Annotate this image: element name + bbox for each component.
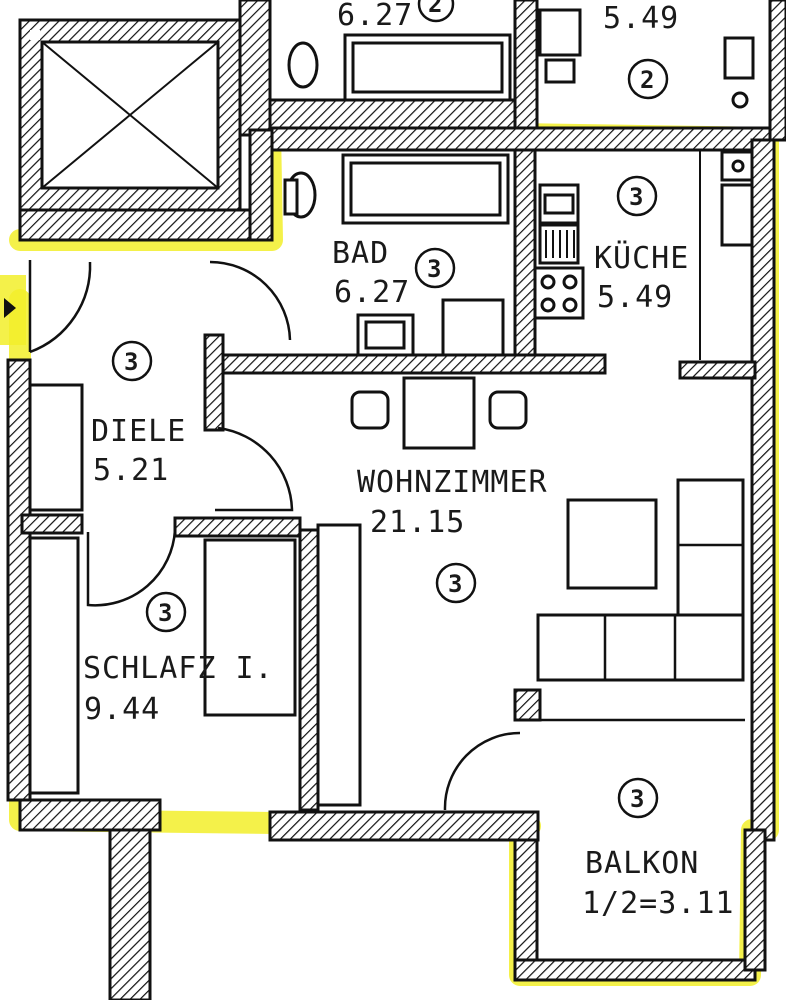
unit-number: 3	[124, 348, 138, 376]
room-name: BAD	[332, 236, 389, 271]
bed-icon	[203, 538, 297, 717]
room-name: WOHNZIMMER	[357, 465, 548, 500]
room-area: 9.44	[84, 692, 160, 727]
wardrobe-icon	[316, 523, 362, 807]
dish-rack-icon	[538, 223, 580, 265]
unit-number: 3	[427, 255, 441, 283]
shower-icon	[441, 298, 505, 357]
room-area: 1/2=3.11	[582, 886, 735, 921]
doors	[28, 260, 521, 811]
unit-number: 3	[630, 785, 644, 813]
unit-number: 2	[428, 0, 442, 18]
fixtures	[28, 8, 755, 807]
unit-number: 3	[629, 183, 643, 211]
sink-icon	[538, 8, 582, 57]
room-name: BALKON	[585, 846, 699, 881]
unit-number: 2	[640, 66, 654, 94]
unit-number: 3	[158, 599, 172, 627]
room-area: 21.15	[370, 505, 465, 540]
stove-icon	[533, 266, 585, 320]
dining-table-icon	[350, 376, 528, 450]
sofa-icon	[536, 478, 745, 682]
room-area: 6.27	[334, 275, 410, 310]
room-area: 5.49	[603, 1, 679, 36]
room-area: 5.21	[93, 453, 169, 488]
room-labels: 6.27 2 5.49 2 BAD 6.27 3 3 KÜCHE 5.49 3 …	[83, 0, 735, 921]
wardrobe-icon	[28, 383, 84, 512]
room-name: KÜCHE	[594, 240, 689, 276]
room-name: SCHLAFZ I.	[83, 651, 274, 686]
wardrobe-icon	[28, 536, 80, 795]
coffee-table-icon	[566, 498, 658, 590]
toilet-icon	[287, 41, 319, 89]
elevator-icon	[41, 41, 219, 189]
unit-number: 3	[448, 570, 462, 598]
room-area: 5.49	[597, 280, 673, 315]
room-name: DIELE	[91, 414, 186, 449]
room-area: 6.27	[337, 0, 413, 33]
